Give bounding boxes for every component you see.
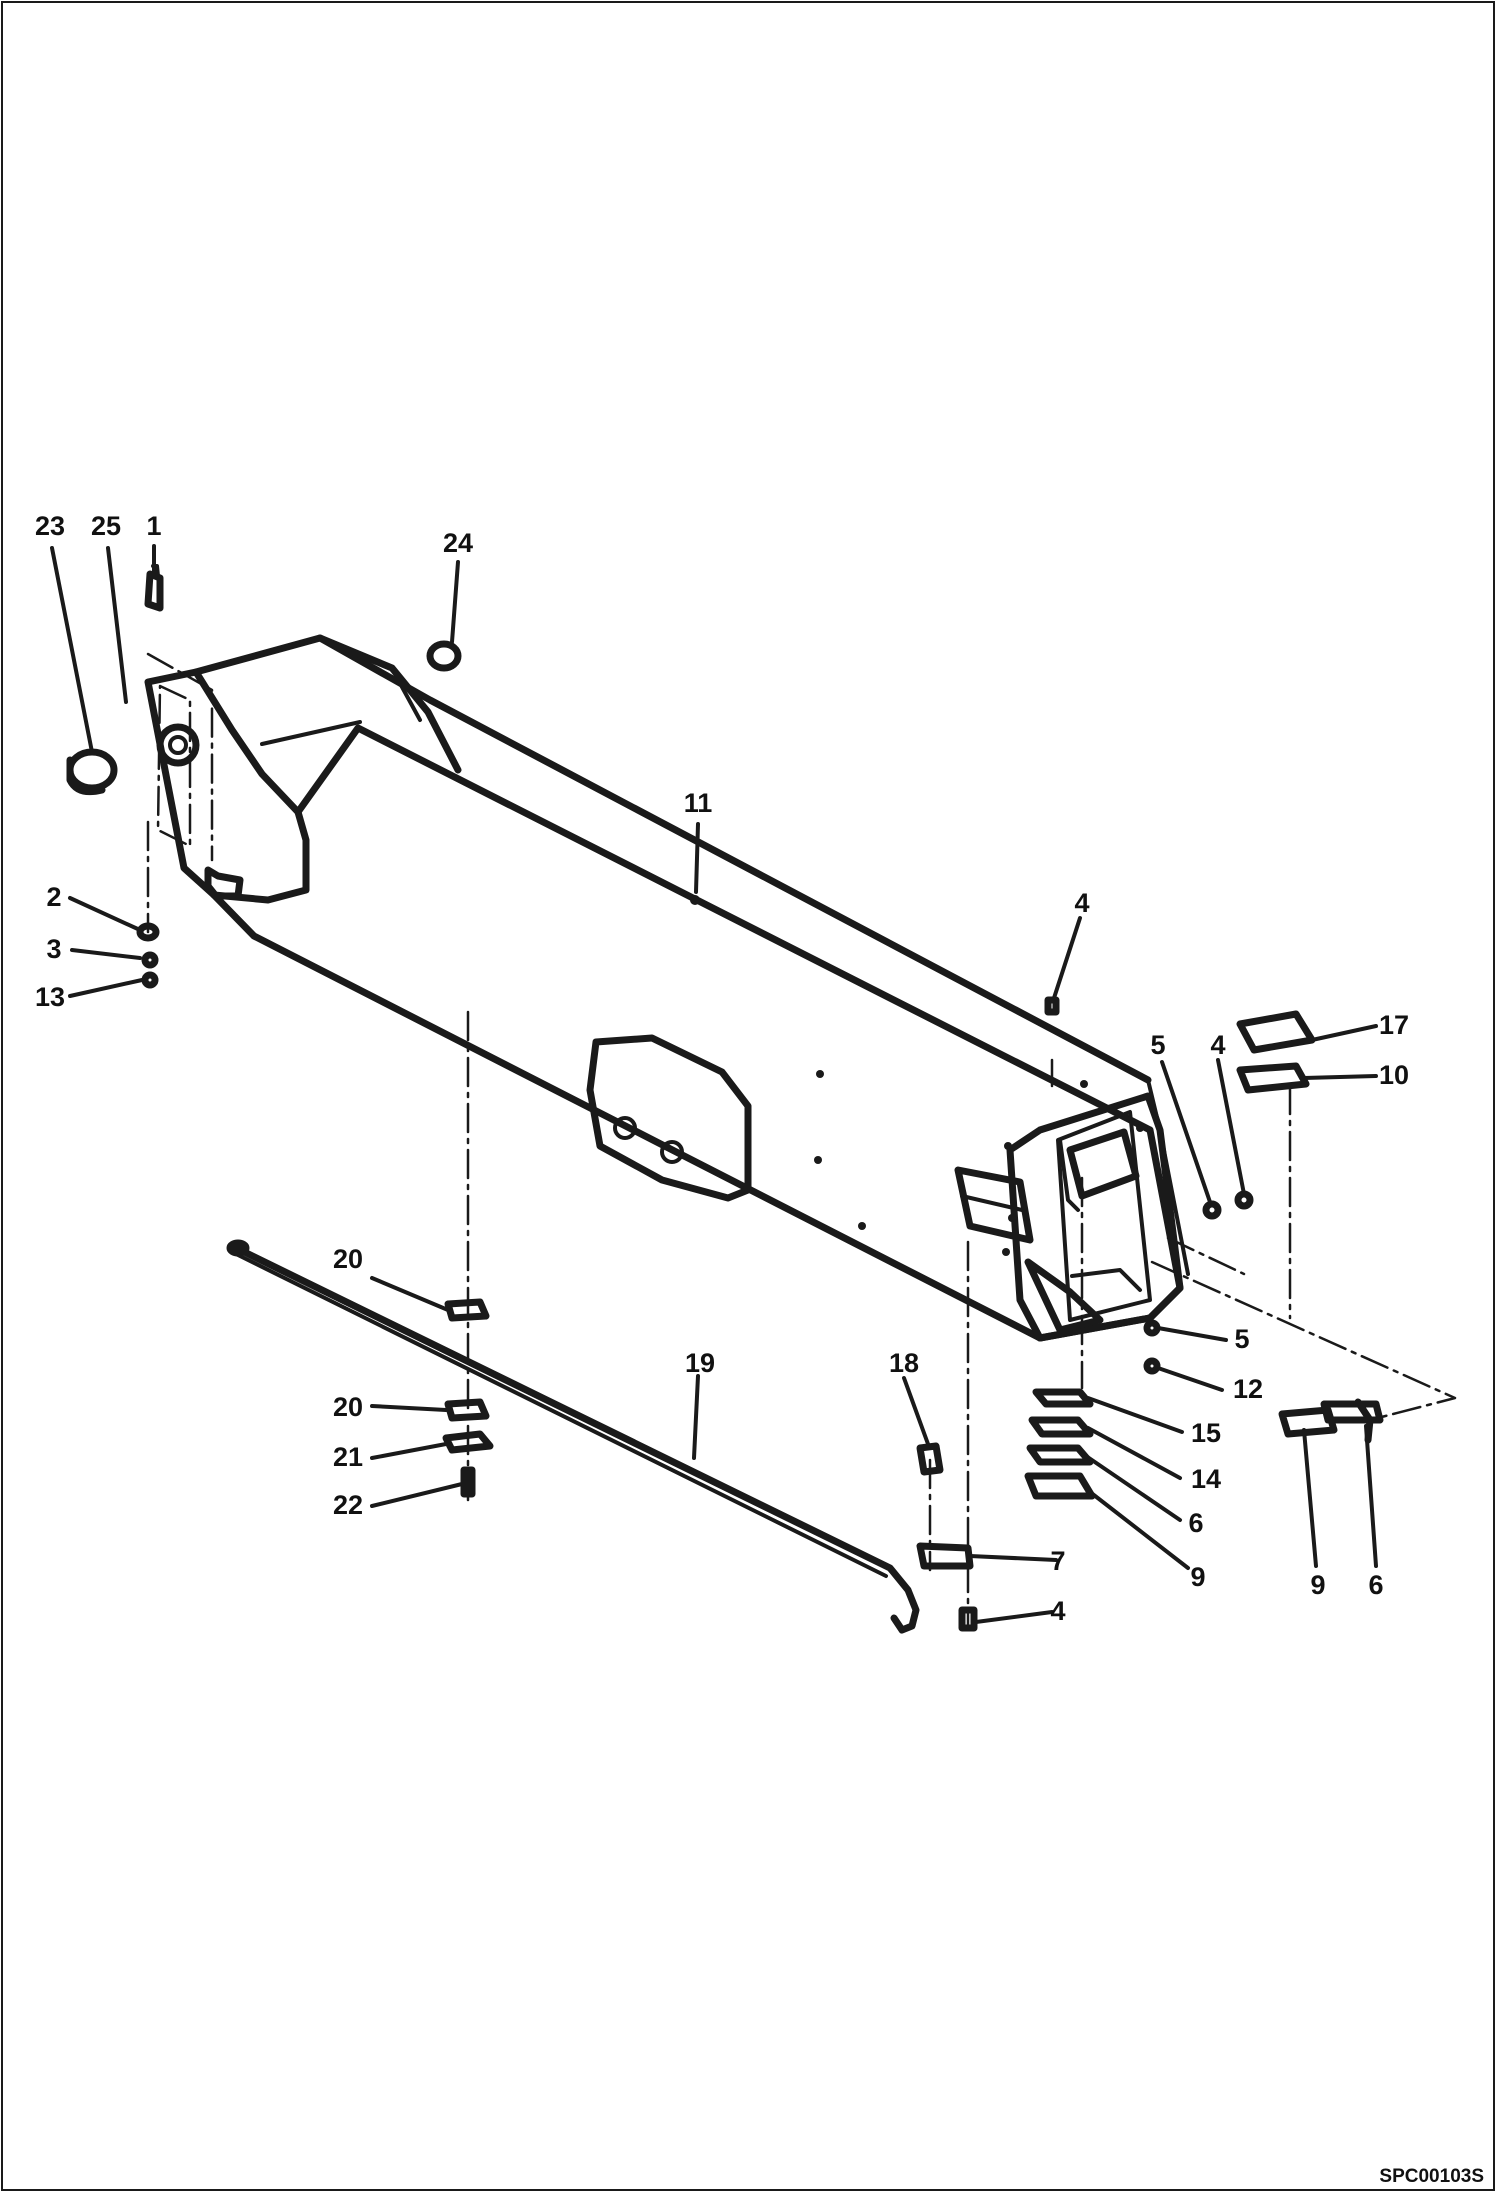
callout-17: 17 bbox=[1379, 1010, 1409, 1040]
callout-24: 24 bbox=[443, 528, 473, 558]
callout-22: 22 bbox=[333, 1490, 363, 1520]
callout-13: 13 bbox=[35, 982, 65, 1012]
callout-4-right: 4 bbox=[1210, 1030, 1225, 1060]
callout-15: 15 bbox=[1191, 1418, 1221, 1448]
callout-11: 11 bbox=[684, 788, 713, 818]
callout-14: 14 bbox=[1191, 1464, 1221, 1494]
callout-10: 10 bbox=[1379, 1060, 1409, 1090]
callout-labels: 23 25 1 24 11 2 3 13 4 17 10 5 4 20 19 1… bbox=[35, 511, 1409, 1626]
callout-20-bottom: 20 bbox=[333, 1392, 363, 1422]
callout-6-right: 6 bbox=[1368, 1570, 1383, 1600]
hardware-parts bbox=[66, 564, 1384, 1634]
callout-25: 25 bbox=[91, 511, 121, 541]
callout-1: 1 bbox=[146, 511, 161, 541]
assembly-centerlines bbox=[146, 652, 1457, 1630]
callout-7: 7 bbox=[1050, 1546, 1065, 1576]
callout-2: 2 bbox=[46, 882, 61, 912]
callout-4-bottom: 4 bbox=[1050, 1596, 1065, 1626]
callout-5-bottom: 5 bbox=[1234, 1324, 1249, 1354]
boom-weldment bbox=[144, 634, 1190, 1342]
callout-19: 19 bbox=[685, 1348, 715, 1378]
callout-4-top: 4 bbox=[1074, 888, 1089, 918]
reference-code: SPC00103S bbox=[1379, 2166, 1484, 2187]
callout-3: 3 bbox=[46, 934, 61, 964]
callout-6-middle: 6 bbox=[1188, 1508, 1203, 1538]
callout-18: 18 bbox=[889, 1348, 919, 1378]
callout-5-top: 5 bbox=[1150, 1030, 1165, 1060]
callout-9-right: 9 bbox=[1310, 1570, 1325, 1600]
callout-12: 12 bbox=[1233, 1374, 1263, 1404]
callout-21: 21 bbox=[333, 1442, 363, 1472]
callout-23: 23 bbox=[35, 511, 65, 541]
leader-lines bbox=[50, 544, 1378, 1624]
callout-9-middle: 9 bbox=[1190, 1562, 1205, 1592]
callout-20-top: 20 bbox=[333, 1244, 363, 1274]
